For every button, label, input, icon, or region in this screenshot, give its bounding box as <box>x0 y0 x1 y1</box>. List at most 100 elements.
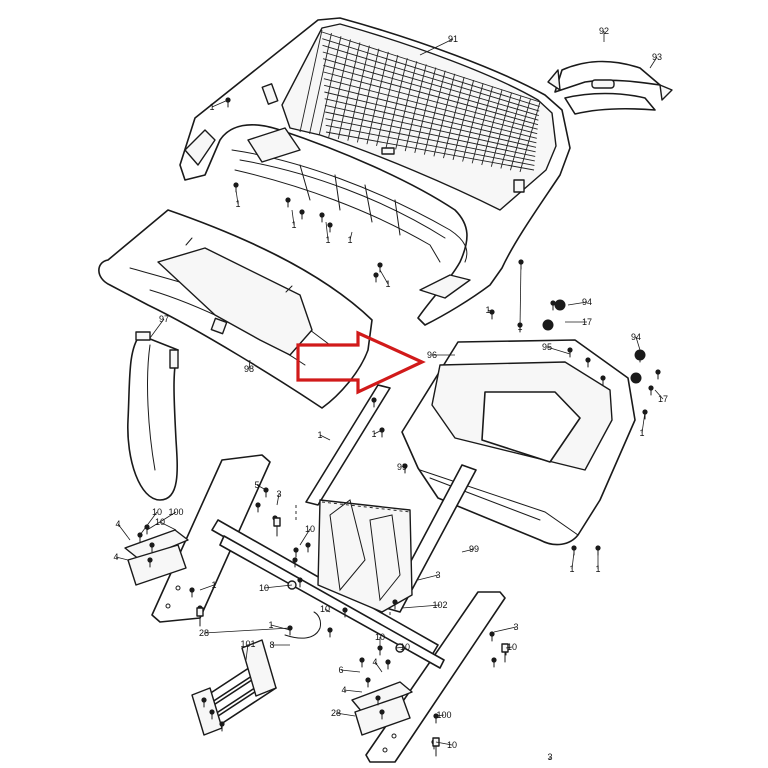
knob-icon <box>630 372 642 384</box>
knob-icon <box>542 319 554 331</box>
callout-number: 4 <box>115 519 120 529</box>
knob-icon <box>554 299 566 311</box>
console-cable <box>127 331 179 501</box>
leader-line <box>319 434 331 441</box>
callout-number: 98 <box>244 364 254 374</box>
leader-line <box>635 336 641 351</box>
screw-icon <box>491 657 497 668</box>
leader-line <box>263 584 293 589</box>
callout-number: 1 <box>371 429 376 439</box>
screw-icon <box>585 357 591 368</box>
handle-strap <box>547 60 673 115</box>
callout-number: 1 <box>517 322 522 332</box>
screw-icon <box>293 547 299 558</box>
callout-number: 1 <box>595 564 600 574</box>
callout-number: 1 <box>235 199 240 209</box>
screw-icon <box>209 709 215 720</box>
leader-line <box>373 429 383 435</box>
screw-icon <box>648 385 654 396</box>
callout-number: 4 <box>372 657 377 667</box>
console-back-panel <box>98 209 373 409</box>
leader-line <box>487 309 493 313</box>
hardware-fasteners <box>137 97 661 757</box>
callout-number: 5 <box>254 480 259 490</box>
screw-icon <box>402 463 408 474</box>
leader-line <box>291 209 295 226</box>
callout-number: 10 <box>155 517 165 527</box>
callout-number: 1 <box>211 580 216 590</box>
callout-number: 10 <box>259 583 269 593</box>
screw-icon <box>327 627 333 638</box>
console-housing <box>179 17 571 326</box>
callout-number: 1 <box>385 279 390 289</box>
leader-line <box>435 714 445 717</box>
callout-number: 28 <box>199 628 209 638</box>
bolt-icon <box>273 517 281 537</box>
screw-icon <box>550 300 556 311</box>
callout-number: 94 <box>631 332 641 342</box>
callout-number: 10 <box>507 642 517 652</box>
highlight-arrow <box>296 330 426 395</box>
screw-icon <box>299 209 305 220</box>
leader-line <box>149 318 165 339</box>
callout-number: 91 <box>448 34 458 44</box>
callout-number: 4 <box>341 685 346 695</box>
callout-number: 95 <box>542 342 552 352</box>
callout-number: 1 <box>317 430 322 440</box>
leader-line <box>199 584 215 591</box>
callout-number: 1 <box>639 428 644 438</box>
leader-line <box>203 627 291 634</box>
screw-icon <box>373 272 379 283</box>
screw-icon <box>379 427 385 438</box>
screw-icon <box>297 577 303 588</box>
callout-number: 1 <box>485 305 490 315</box>
leader-line <box>159 521 177 531</box>
leader-line <box>324 608 331 613</box>
callout-number: 1 <box>209 102 214 112</box>
leader-line <box>349 231 353 241</box>
callout-number: 28 <box>331 708 341 718</box>
screw-icon <box>385 659 391 670</box>
screw-icon <box>287 625 293 636</box>
leader-line <box>115 556 129 561</box>
callout-number: 17 <box>658 394 668 404</box>
screw-icon <box>137 532 143 543</box>
callout-number: 3 <box>513 622 518 632</box>
leader-line <box>325 221 329 241</box>
callout-number: 93 <box>652 52 662 62</box>
leader-line <box>461 548 475 553</box>
leader-line <box>117 523 131 541</box>
screw-icon <box>567 347 573 358</box>
leader-lines <box>115 31 664 760</box>
callout-number: 17 <box>582 317 592 327</box>
screw-icon <box>489 631 495 642</box>
callout-number: 92 <box>599 26 609 36</box>
leader-line <box>335 712 356 717</box>
rollers-assembly <box>191 639 277 736</box>
callout-number: 100 <box>436 710 451 720</box>
screw-icon <box>201 697 207 708</box>
leader-line <box>299 528 311 546</box>
leader-line <box>571 551 575 570</box>
screw-icon <box>255 502 261 513</box>
leader-line <box>139 511 158 536</box>
screw-icon <box>371 397 377 408</box>
leader-line <box>343 689 363 693</box>
leader-line <box>493 626 517 633</box>
leader-line <box>248 359 251 370</box>
screw-icon <box>319 212 325 223</box>
leader-line <box>276 493 280 506</box>
leader-line <box>270 624 291 631</box>
callout-number: 3 <box>547 752 552 762</box>
leader-line <box>546 346 571 355</box>
callout-number: 10 <box>447 740 457 750</box>
leader-line <box>395 646 406 649</box>
console-grille <box>299 29 541 173</box>
cable-101 <box>284 611 321 639</box>
callout-number: 10 <box>400 642 410 652</box>
screw-icon <box>219 721 225 732</box>
screw-icon <box>149 542 155 553</box>
screw-icon <box>375 695 381 706</box>
callout-number: 1 <box>347 235 352 245</box>
